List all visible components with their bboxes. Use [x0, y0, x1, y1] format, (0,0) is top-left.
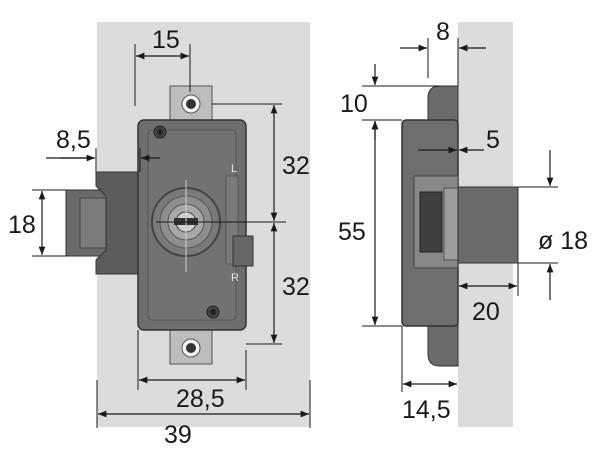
dim-center-distances: 32 32	[212, 103, 310, 345]
svg-text:39: 39	[164, 421, 192, 449]
left-direction-mark: L	[231, 163, 237, 175]
dim-overall-width: 39	[96, 380, 311, 449]
svg-text:14,5: 14,5	[402, 396, 451, 424]
front-bolt-tongue	[65, 171, 141, 275]
bottom-mounting-tab	[169, 325, 213, 365]
svg-text:15: 15	[152, 26, 180, 54]
dim-flange-offset: 8	[400, 18, 486, 86]
svg-text:55: 55	[338, 218, 366, 246]
side-bolt	[457, 186, 519, 264]
right-direction-mark: R	[231, 272, 239, 284]
dim-bolt-setback: 5	[418, 126, 500, 154]
svg-text:5: 5	[486, 126, 500, 154]
svg-text:8: 8	[436, 18, 450, 46]
side-view: 8 10 55 5 ø 18	[338, 18, 588, 427]
svg-text:32: 32	[282, 152, 310, 180]
dim-bolt-projection: 20	[459, 263, 519, 326]
svg-text:28,5: 28,5	[176, 385, 225, 413]
svg-text:ø 18: ø 18	[538, 227, 588, 255]
dim-top-hole-spacing: 15	[134, 26, 191, 106]
svg-text:8,5: 8,5	[56, 126, 91, 154]
dim-body-width: 28,5	[137, 330, 247, 413]
top-mounting-tab	[169, 85, 213, 125]
dim-top-offset: 10	[340, 64, 440, 140]
top-screw-hole-icon	[186, 99, 196, 109]
bottom-screw-hole-icon	[186, 343, 196, 353]
dim-body-height: 55	[338, 121, 402, 327]
dim-tongue-offset: 8,5	[46, 126, 160, 172]
svg-text:10: 10	[340, 90, 368, 118]
side-lock-body	[401, 119, 459, 327]
svg-text:18: 18	[8, 211, 36, 239]
svg-text:32: 32	[282, 273, 310, 301]
front-view: L R 15 8,5 18	[8, 22, 311, 449]
dim-body-depth: 14,5	[401, 326, 457, 424]
svg-text:20: 20	[472, 298, 500, 326]
dim-bolt-diameter: ø 18	[518, 150, 588, 300]
dim-tongue-height: 18	[8, 189, 66, 257]
